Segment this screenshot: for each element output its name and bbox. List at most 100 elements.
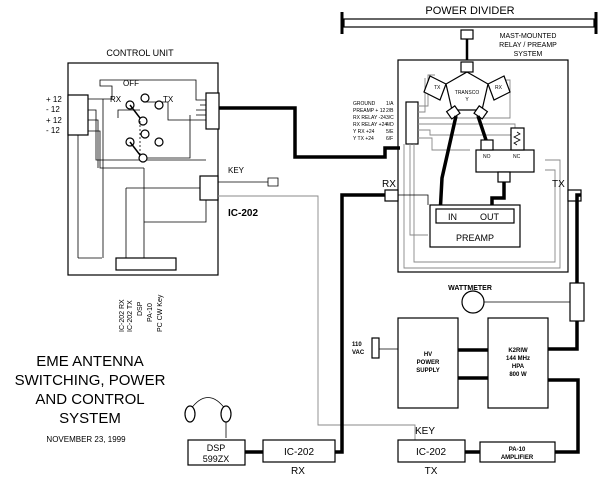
key-jack-icon: [218, 177, 279, 187]
svg-text:5/E: 5/E: [386, 129, 394, 135]
svg-text:IC-202 RX: IC-202 RX: [119, 299, 126, 332]
hv-power-supply: HV POWER SUPPLY: [397, 317, 459, 409]
output-terminal: [115, 257, 177, 271]
svg-text:DSP: DSP: [207, 443, 226, 453]
svg-text:144 MHz: 144 MHz: [506, 356, 530, 362]
svg-text:599ZX: 599ZX: [203, 454, 230, 464]
svg-text:NC: NC: [513, 154, 521, 160]
svg-text:PA-10: PA-10: [509, 447, 526, 453]
svg-text:RX RELAY +24: RX RELAY +24: [353, 122, 387, 128]
svg-text:PA-10: PA-10: [147, 303, 154, 322]
svg-text:RX RELAY -24: RX RELAY -24: [353, 115, 386, 121]
svg-text:TRANSCO: TRANSCO: [455, 90, 480, 96]
rx-relay: NO NC: [475, 127, 535, 183]
svg-text:OUT: OUT: [480, 212, 500, 222]
svg-text:RX: RX: [495, 85, 503, 91]
svg-text:SYSTEM: SYSTEM: [514, 51, 543, 58]
svg-text:6/F: 6/F: [386, 136, 393, 142]
svg-text:IN: IN: [448, 212, 457, 222]
svg-text:3/C: 3/C: [386, 115, 394, 121]
svg-text:Y TX +24: Y TX +24: [353, 136, 374, 142]
svg-text:110: 110: [352, 342, 362, 348]
tx-port-label: TX: [552, 179, 565, 190]
ac-plug-icon: [371, 337, 398, 359]
date-label: NOVEMBER 23, 1999: [46, 435, 126, 444]
svg-text:RX: RX: [291, 466, 305, 477]
power-inputs: + 12 - 12 + 12 - 12: [46, 95, 62, 135]
svg-text:RELAY / PREAMP: RELAY / PREAMP: [499, 42, 557, 49]
svg-text:GROUND: GROUND: [353, 101, 376, 107]
svg-text:PC CW Key: PC CW Key: [157, 294, 164, 332]
svg-text:+ 12: + 12: [46, 95, 62, 104]
svg-text:AMPLIFIER: AMPLIFIER: [501, 455, 534, 461]
tx-coax: [548, 193, 581, 351]
svg-text:TX: TX: [425, 466, 438, 477]
svg-text:IC-202: IC-202: [284, 447, 314, 458]
svg-text:- 12: - 12: [46, 105, 60, 114]
svg-text:POWER: POWER: [417, 360, 440, 366]
wattmeter-coupler: [569, 282, 585, 322]
control-cable: [219, 106, 400, 159]
svg-text:VAC: VAC: [352, 350, 365, 356]
svg-text:MAST-MOUNTED: MAST-MOUNTED: [500, 33, 557, 40]
control-unit-title: CONTROL UNIT: [106, 48, 174, 58]
tx-key-label: KEY: [415, 426, 435, 437]
output-labels: IC-202 RX IC-202 TX DSP PA-10 PC CW Key: [119, 294, 164, 332]
ic202-label: IC-202: [228, 208, 258, 219]
mast-cable-connector: [205, 92, 220, 130]
svg-text:SYSTEM: SYSTEM: [59, 410, 121, 427]
key-connector: [199, 175, 219, 201]
headphones-icon: [184, 397, 232, 438]
transco-y-relay: TRANSCO Y TX RX: [423, 61, 511, 120]
svg-text:K2RIW: K2RIW: [508, 348, 528, 354]
svg-text:HPA: HPA: [512, 364, 525, 370]
dsp-box: DSP 599ZX: [187, 439, 246, 466]
svg-text:NO: NO: [483, 154, 491, 160]
svg-text:SUPPLY: SUPPLY: [416, 368, 439, 374]
vac-label: 110 VAC: [352, 342, 365, 356]
svg-text:HV: HV: [424, 352, 432, 358]
switch-off-label: OFF: [123, 79, 139, 88]
pa10-amplifier-box: PA-10 AMPLIFIER: [479, 441, 556, 463]
svg-text:PREAMP + 12: PREAMP + 12: [353, 108, 386, 114]
power-divider-label: POWER DIVIDER: [425, 5, 514, 17]
mode-switch: OFF RX TX: [110, 79, 174, 163]
svg-text:EME ANTENNA: EME ANTENNA: [36, 353, 144, 370]
control-unit: [67, 62, 219, 276]
ic202-tx-box: IC-202 TX: [397, 439, 466, 477]
hpa-amplifier: K2RIW 144 MHz HPA 800 W: [487, 317, 549, 409]
diagram-title: EME ANTENNA SWITCHING, POWER AND CONTROL…: [15, 353, 166, 427]
svg-text:800 W: 800 W: [509, 372, 527, 378]
switch-tx-label: TX: [163, 95, 174, 104]
svg-text:IC-202 TX: IC-202 TX: [127, 300, 134, 332]
svg-text:- 12: - 12: [46, 126, 60, 135]
switch-rx-label: RX: [110, 95, 122, 104]
svg-text:TX: TX: [434, 85, 441, 91]
wattmeter-label: WATTMETER: [448, 285, 492, 292]
rx-port-label: RX: [382, 179, 396, 190]
svg-text:DSP: DSP: [137, 301, 144, 316]
svg-text:SWITCHING, POWER: SWITCHING, POWER: [15, 372, 166, 389]
svg-text:+ 12: + 12: [46, 116, 62, 125]
svg-text:Y: Y: [465, 97, 469, 103]
rx-connector: [384, 189, 399, 202]
rx-coax: [335, 193, 385, 454]
svg-text:AND CONTROL: AND CONTROL: [35, 391, 144, 408]
power-divider: [340, 12, 598, 62]
svg-text:1/A: 1/A: [386, 101, 394, 107]
mast-connector: [405, 101, 419, 145]
preamp: IN OUT PREAMP: [429, 204, 521, 248]
ic202-rx-box: IC-202 RX: [262, 439, 336, 477]
key-label: KEY: [228, 166, 245, 175]
svg-text:IC-202: IC-202: [416, 447, 446, 458]
svg-text:Y RX +24: Y RX +24: [353, 129, 375, 135]
svg-text:2/B: 2/B: [386, 108, 394, 114]
mast-label: MAST-MOUNTED RELAY / PREAMP SYSTEM: [499, 33, 557, 58]
svg-text:PREAMP: PREAMP: [456, 233, 494, 243]
wattmeter-icon: [461, 290, 485, 314]
power-terminal: [67, 94, 89, 136]
svg-text:4/D: 4/D: [386, 122, 394, 128]
